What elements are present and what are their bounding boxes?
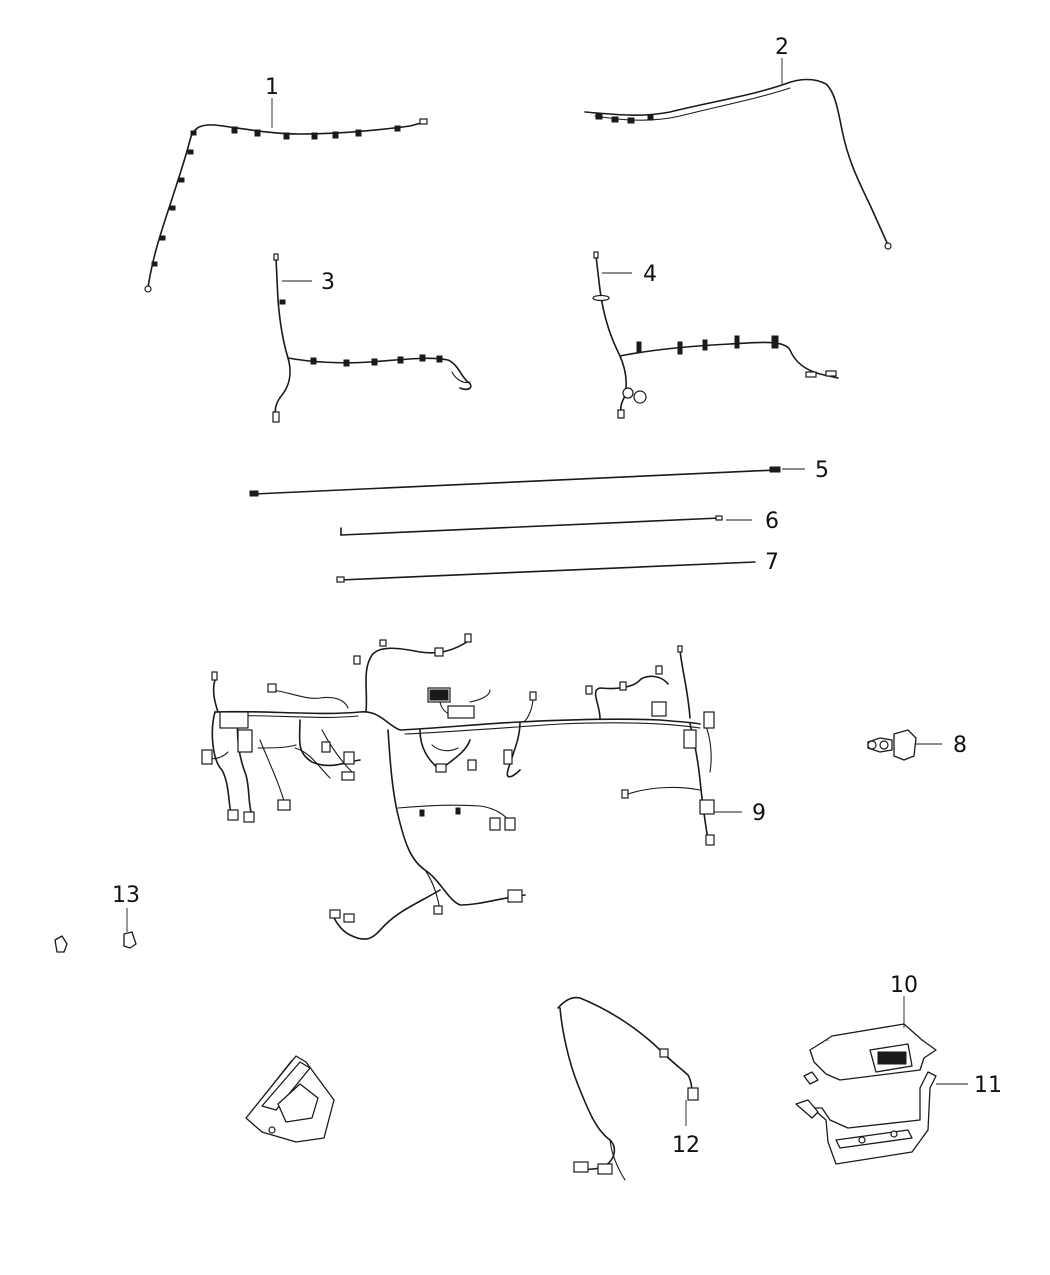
callout-4-label: 4	[643, 262, 657, 287]
part-7-cable[interactable]: 7	[336, 550, 779, 583]
callout-13-label: 13	[112, 883, 140, 908]
part-2-wiring-harness[interactable]: 2	[584, 35, 892, 250]
part-11-bracket[interactable]: 11	[795, 1071, 1002, 1165]
callout-1-label: 1	[265, 75, 279, 100]
callout-6-label: 6	[765, 509, 779, 534]
part-1-wiring-harness[interactable]: 1	[144, 75, 428, 293]
callout-9-label: 9	[752, 801, 766, 826]
part-10-module[interactable]: 10	[803, 973, 937, 1085]
part-12-sensor-harness[interactable]: 12	[557, 996, 700, 1181]
part-13-clips[interactable]: 13	[54, 883, 140, 953]
part-4-wiring-harness[interactable]: 4	[592, 251, 839, 419]
part-8-connector[interactable]: 8	[867, 729, 967, 761]
callout-5-label: 5	[815, 458, 829, 483]
part-9-instrument-panel-harness[interactable]: 9	[201, 633, 766, 940]
part-3-wiring-harness[interactable]: 3	[272, 253, 472, 423]
callout-12-label: 12	[672, 1133, 700, 1158]
callout-3-label: 3	[321, 270, 335, 295]
mounting-bracket[interactable]	[245, 1055, 335, 1143]
callout-11-label: 11	[974, 1073, 1002, 1098]
part-5-cable[interactable]: 5	[249, 458, 829, 497]
callout-8-label: 8	[953, 733, 967, 758]
callout-7-label: 7	[765, 550, 779, 575]
part-6-cable[interactable]: 6	[340, 509, 779, 536]
callout-2-label: 2	[775, 35, 789, 60]
callout-10-label: 10	[890, 973, 918, 998]
